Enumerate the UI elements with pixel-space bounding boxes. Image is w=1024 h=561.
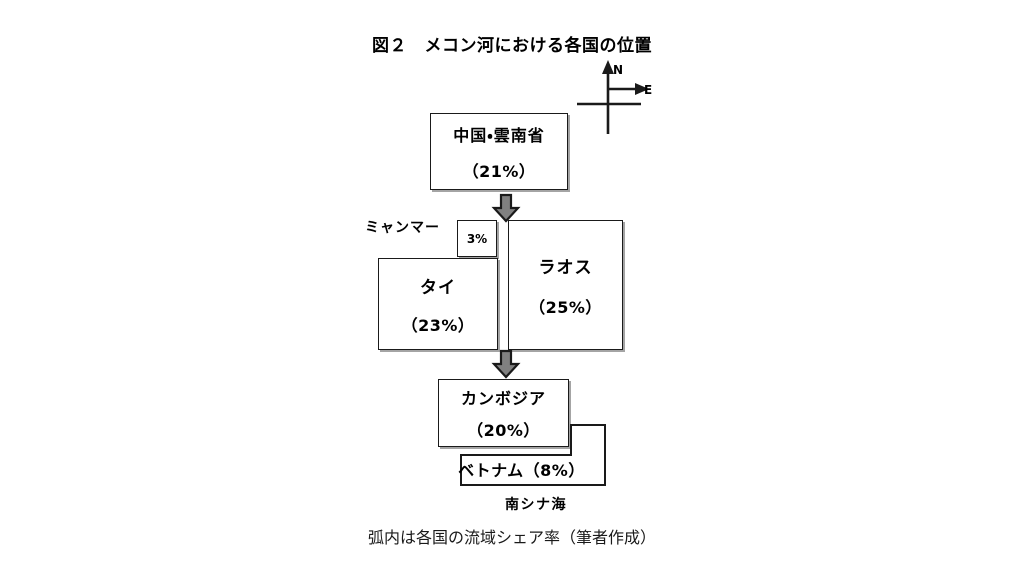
compass-east-label: E xyxy=(644,83,653,97)
down-arrow-icon-china xyxy=(489,192,523,224)
compass-icon xyxy=(577,60,649,134)
compass-rose: N E xyxy=(575,58,665,136)
down-arrow-icon-cambodia xyxy=(489,348,523,380)
box-laos-name: ラオス xyxy=(538,257,593,278)
box-vietnam-label: ベトナム（8%） xyxy=(458,461,585,480)
box-cambodia-name: カンボジア xyxy=(460,389,546,408)
box-myanmar-share-value: 3% xyxy=(466,231,488,246)
figure-caption: 弧内は各国の流域シェア率（筆者作成） xyxy=(367,528,656,547)
figure-title: 図２ メコン河における各国の位置 xyxy=(372,36,652,56)
box-laos-share: （25%） xyxy=(529,297,602,317)
label-myanmar: ミャンマー xyxy=(365,220,440,236)
box-laos: ラオス （25%） xyxy=(508,220,623,350)
vietnam-l-shape xyxy=(460,424,606,486)
box-cambodia: カンボジア （20%） xyxy=(438,379,569,447)
box-thailand-share: （23%） xyxy=(401,315,475,335)
box-china-yunnan-name: 中国・雲南省 xyxy=(453,125,545,145)
box-vietnam xyxy=(459,423,607,487)
box-china-yunnan-share: （21%） xyxy=(462,161,536,181)
box-china-yunnan: 中国・雲南省 （21%） xyxy=(430,113,568,190)
label-south-china-sea: 南シナ海 xyxy=(505,497,567,513)
box-thailand-name: タイ xyxy=(420,277,456,298)
box-cambodia-share: （20%） xyxy=(467,421,540,440)
box-myanmar-share: 3% xyxy=(457,220,497,257)
box-thailand: タイ （23%） xyxy=(378,258,498,350)
compass-north-label: N xyxy=(613,63,624,77)
